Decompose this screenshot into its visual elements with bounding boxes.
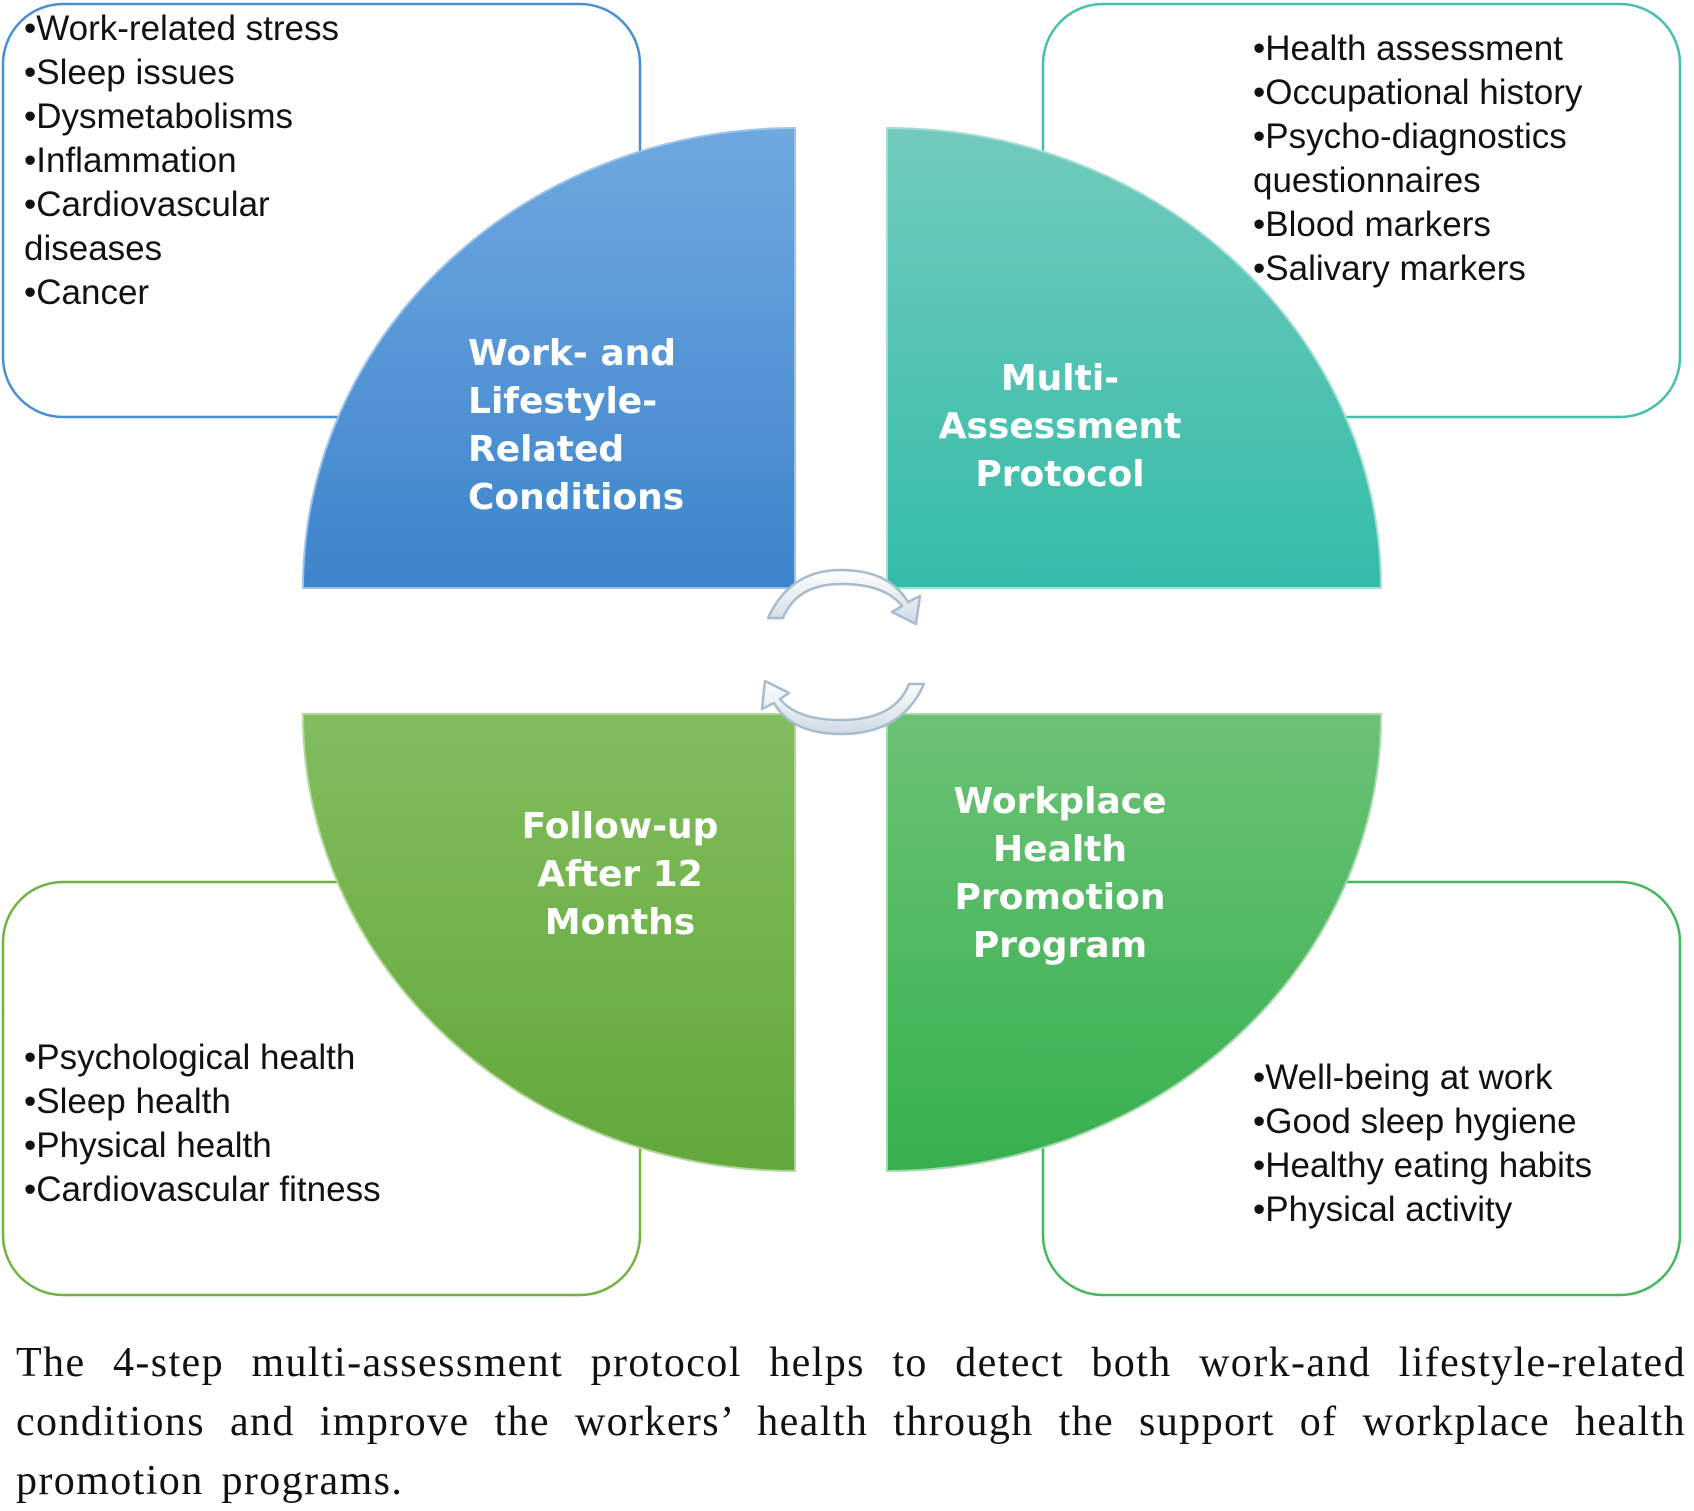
quadrant-top-right-label: Assessment: [939, 406, 1182, 447]
box-top-right-item: •Salivary markers: [1253, 249, 1526, 288]
quadrant-bottom-right-label: Program: [973, 925, 1147, 966]
quadrant-bottom-left-label: After 12: [537, 854, 703, 895]
box-top-left-item: •Inflammation: [24, 141, 237, 180]
box-top-left-item: •Sleep issues: [24, 53, 235, 92]
quadrant-top-right-label: Protocol: [975, 454, 1144, 495]
box-top-left-item: diseases: [24, 229, 162, 268]
box-bottom-left-item: •Psychological health: [24, 1038, 355, 1077]
quadrant-bottom-right-label: Health: [993, 829, 1127, 870]
box-top-right-item: •Occupational history: [1253, 73, 1583, 112]
box-top-left-item: •Cancer: [24, 273, 149, 312]
box-top-left-item: •Work-related stress: [24, 9, 339, 48]
quadrant-bottom-left-label: Follow-up: [522, 806, 719, 847]
quadrant-top-left-label: Lifestyle-: [468, 381, 657, 422]
box-top-left-item: •Cardiovascular: [24, 185, 270, 224]
box-top-right-item: •Psycho-diagnostics: [1253, 117, 1567, 156]
cycle-diagram: •Work-related stress •Sleep issues •Dysm…: [1, 2, 1682, 1297]
cycle-arrow-top-icon: [766, 568, 922, 626]
quadrant-top-right: Multi- Assessment Protocol: [886, 126, 1383, 589]
quadrant-top-left-label: Work- and: [468, 333, 676, 374]
box-bottom-left-item: •Physical health: [24, 1126, 272, 1165]
box-bottom-right-item: •Well-being at work: [1253, 1058, 1553, 1097]
cycle-arrow-bottom-icon: [760, 679, 926, 736]
box-bottom-left-item: •Cardiovascular fitness: [24, 1170, 381, 1209]
box-top-left: •Work-related stress •Sleep issues •Dysm…: [1, 2, 642, 419]
quadrant-bottom-left: Follow-up After 12 Months: [301, 713, 796, 1173]
box-top-right-item: questionnaires: [1253, 161, 1481, 200]
box-top-right-item: •Health assessment: [1253, 29, 1563, 68]
quadrant-bottom-right-label: Workplace: [953, 781, 1166, 822]
figure-caption: The 4-step multi-assessment protocol hel…: [16, 1340, 1686, 1504]
quadrant-bottom-left-label: Months: [545, 902, 695, 943]
quadrant-top-left-label: Related: [468, 429, 624, 470]
quadrant-bottom-right-label: Promotion: [954, 877, 1165, 918]
box-bottom-right-item: •Healthy eating habits: [1253, 1146, 1592, 1185]
box-top-left-item: •Dysmetabolisms: [24, 97, 293, 136]
quadrant-top-left: Work- and Lifestyle- Related Conditions: [301, 126, 796, 589]
box-top-right-item: •Blood markers: [1253, 205, 1491, 244]
quadrant-top-left-label: Conditions: [468, 477, 684, 518]
quadrant-bottom-right: Workplace Health Promotion Program: [886, 713, 1383, 1173]
box-bottom-left-item: •Sleep health: [24, 1082, 231, 1121]
box-bottom-right-item: •Good sleep hygiene: [1253, 1102, 1577, 1141]
quadrant-top-right-label: Multi-: [1001, 358, 1119, 399]
box-bottom-right-item: •Physical activity: [1253, 1190, 1513, 1229]
